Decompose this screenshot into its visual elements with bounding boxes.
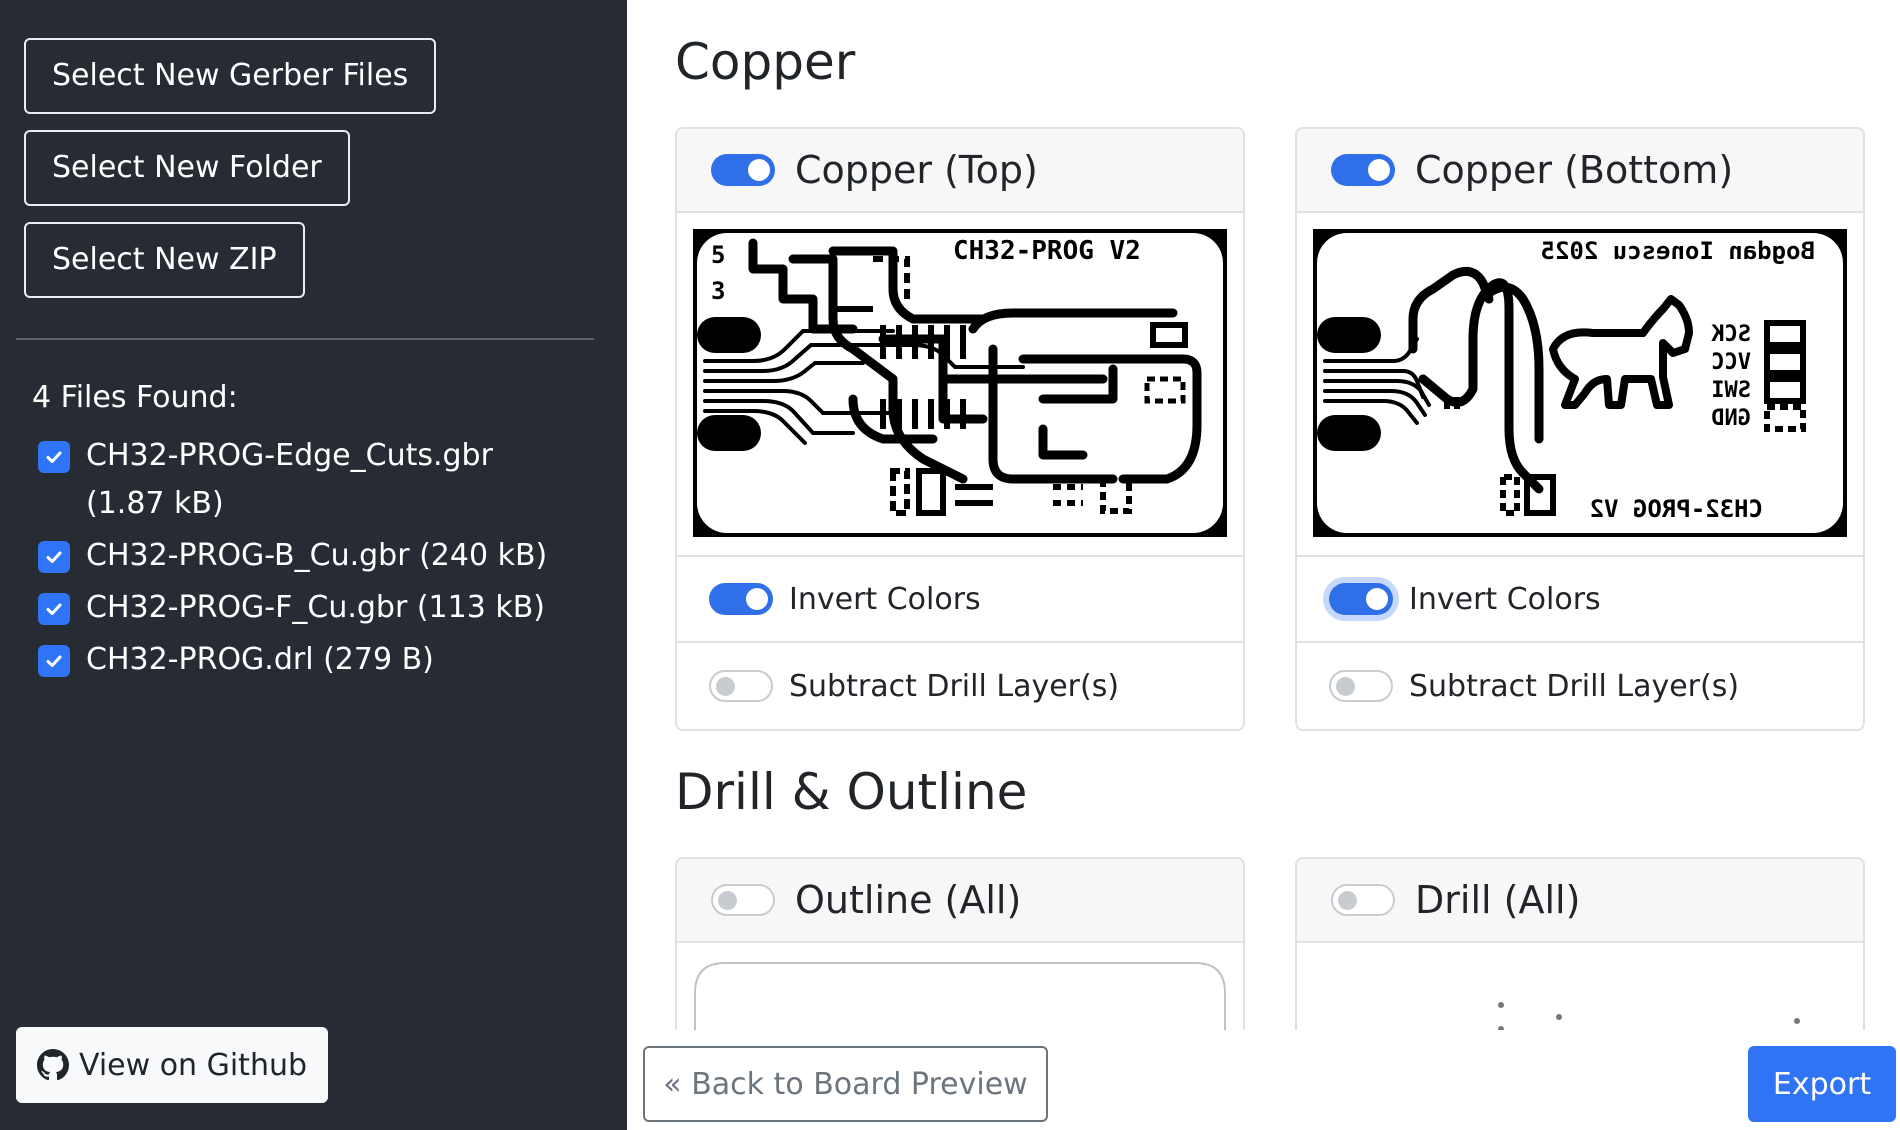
pin-label: SWI xyxy=(1711,378,1751,403)
sidebar-divider xyxy=(16,338,594,340)
horse-logo-icon xyxy=(1549,295,1693,409)
invert-colors-toggle[interactable] xyxy=(1329,583,1393,615)
card-title: Copper (Top) xyxy=(795,148,1038,192)
subtract-drill-label: Subtract Drill Layer(s) xyxy=(1409,668,1740,704)
layer-enable-toggle[interactable] xyxy=(711,884,775,916)
layer-enable-toggle[interactable] xyxy=(1331,154,1395,186)
github-label: View on Github xyxy=(78,1047,308,1083)
file-item: CH32-PROG-Edge_Cuts.gbr (1.87 kB) xyxy=(38,432,558,528)
copper-bottom-silk-text: CH32-PROG V2 xyxy=(1590,495,1763,523)
checkmark-icon xyxy=(46,551,62,563)
file-checkbox[interactable] xyxy=(38,593,70,625)
section-title-drill-outline: Drill & Outline xyxy=(675,763,1028,821)
export-button[interactable]: Export xyxy=(1748,1046,1896,1122)
file-checkbox[interactable] xyxy=(38,645,70,677)
card-header: Drill (All) xyxy=(1297,859,1863,943)
layer-preview xyxy=(1297,943,1863,1095)
card-header: Outline (All) xyxy=(677,859,1243,943)
copper-top-silk-text: CH32-PROG V2 xyxy=(953,236,1141,266)
file-label: CH32-PROG.drl (279 B) xyxy=(86,642,434,677)
github-icon xyxy=(36,1049,69,1081)
file-checkbox[interactable] xyxy=(38,441,70,473)
layer-preview xyxy=(677,943,1243,1095)
subtract-drill-row: Subtract Drill Layer(s) xyxy=(1297,643,1863,729)
subtract-drill-toggle[interactable] xyxy=(1329,670,1393,702)
card-header: Copper (Bottom) xyxy=(1297,129,1863,213)
file-list: CH32-PROG-Edge_Cuts.gbr (1.87 kB) CH32-P… xyxy=(38,432,558,688)
file-label: CH32-PROG-Edge_Cuts.gbr (1.87 kB) xyxy=(86,438,493,521)
invert-colors-row: Invert Colors xyxy=(677,557,1243,643)
action-bar: « Back to Board Preview Export xyxy=(627,1030,1900,1130)
checkmark-icon xyxy=(46,451,62,463)
layer-enable-toggle[interactable] xyxy=(711,154,775,186)
section-title-copper: Copper xyxy=(675,33,856,91)
layer-enable-toggle[interactable] xyxy=(1331,884,1395,916)
invert-colors-label: Invert Colors xyxy=(1409,581,1601,617)
copper-bottom-preview: Bogdan Ionescu 2025 CH32-PROG V2 SCK VCC… xyxy=(1313,229,1847,537)
subtract-drill-label: Subtract Drill Layer(s) xyxy=(789,668,1120,704)
pin-label: VCC xyxy=(1711,350,1751,375)
select-folder-button[interactable]: Select New Folder xyxy=(24,130,350,206)
pin-label: 5 xyxy=(711,241,725,269)
checkmark-icon xyxy=(46,603,62,615)
subtract-drill-toggle[interactable] xyxy=(709,670,773,702)
files-found-heading: 4 Files Found: xyxy=(32,380,238,415)
card-title: Drill (All) xyxy=(1415,878,1581,922)
card-title: Copper (Bottom) xyxy=(1415,148,1734,192)
layer-preview: CH32-PROG V2 5 3 xyxy=(677,213,1243,557)
pin-label: GND xyxy=(1711,406,1751,431)
invert-colors-row: Invert Colors xyxy=(1297,557,1863,643)
card-title: Outline (All) xyxy=(795,878,1022,922)
subtract-drill-row: Subtract Drill Layer(s) xyxy=(677,643,1243,729)
file-label: CH32-PROG-F_Cu.gbr (113 kB) xyxy=(86,590,545,625)
view-on-github-button[interactable]: View on Github xyxy=(16,1027,328,1103)
main-panel: Copper Copper (Top) xyxy=(627,0,1900,1130)
invert-colors-label: Invert Colors xyxy=(789,581,981,617)
pin-label: 3 xyxy=(711,277,725,305)
select-gerber-files-button[interactable]: Select New Gerber Files xyxy=(24,38,437,114)
select-zip-button[interactable]: Select New ZIP xyxy=(24,222,305,298)
card-copper-bottom: Copper (Bottom) xyxy=(1295,127,1865,731)
checkmark-icon xyxy=(46,655,62,667)
card-header: Copper (Top) xyxy=(677,129,1243,213)
file-item: CH32-PROG.drl (279 B) xyxy=(38,636,558,684)
outline-preview xyxy=(694,962,1226,1089)
back-to-board-preview-button[interactable]: « Back to Board Preview xyxy=(643,1046,1048,1122)
drill-preview xyxy=(1498,1002,1800,1032)
copper-top-preview: CH32-PROG V2 5 3 xyxy=(693,229,1227,537)
copper-bottom-silk-text: Bogdan Ionescu 2025 xyxy=(1540,237,1815,265)
file-item: CH32-PROG-F_Cu.gbr (113 kB) xyxy=(38,584,558,632)
card-copper-top: Copper (Top) xyxy=(675,127,1245,731)
file-item: CH32-PROG-B_Cu.gbr (240 kB) xyxy=(38,532,558,580)
invert-colors-toggle[interactable] xyxy=(709,583,773,615)
file-checkbox[interactable] xyxy=(38,541,70,573)
pin-label: SCK xyxy=(1711,322,1751,347)
layer-preview: Bogdan Ionescu 2025 CH32-PROG V2 SCK VCC… xyxy=(1297,213,1863,557)
sidebar: Select New Gerber Files Select New Folde… xyxy=(0,0,627,1130)
file-label: CH32-PROG-B_Cu.gbr (240 kB) xyxy=(86,538,548,573)
